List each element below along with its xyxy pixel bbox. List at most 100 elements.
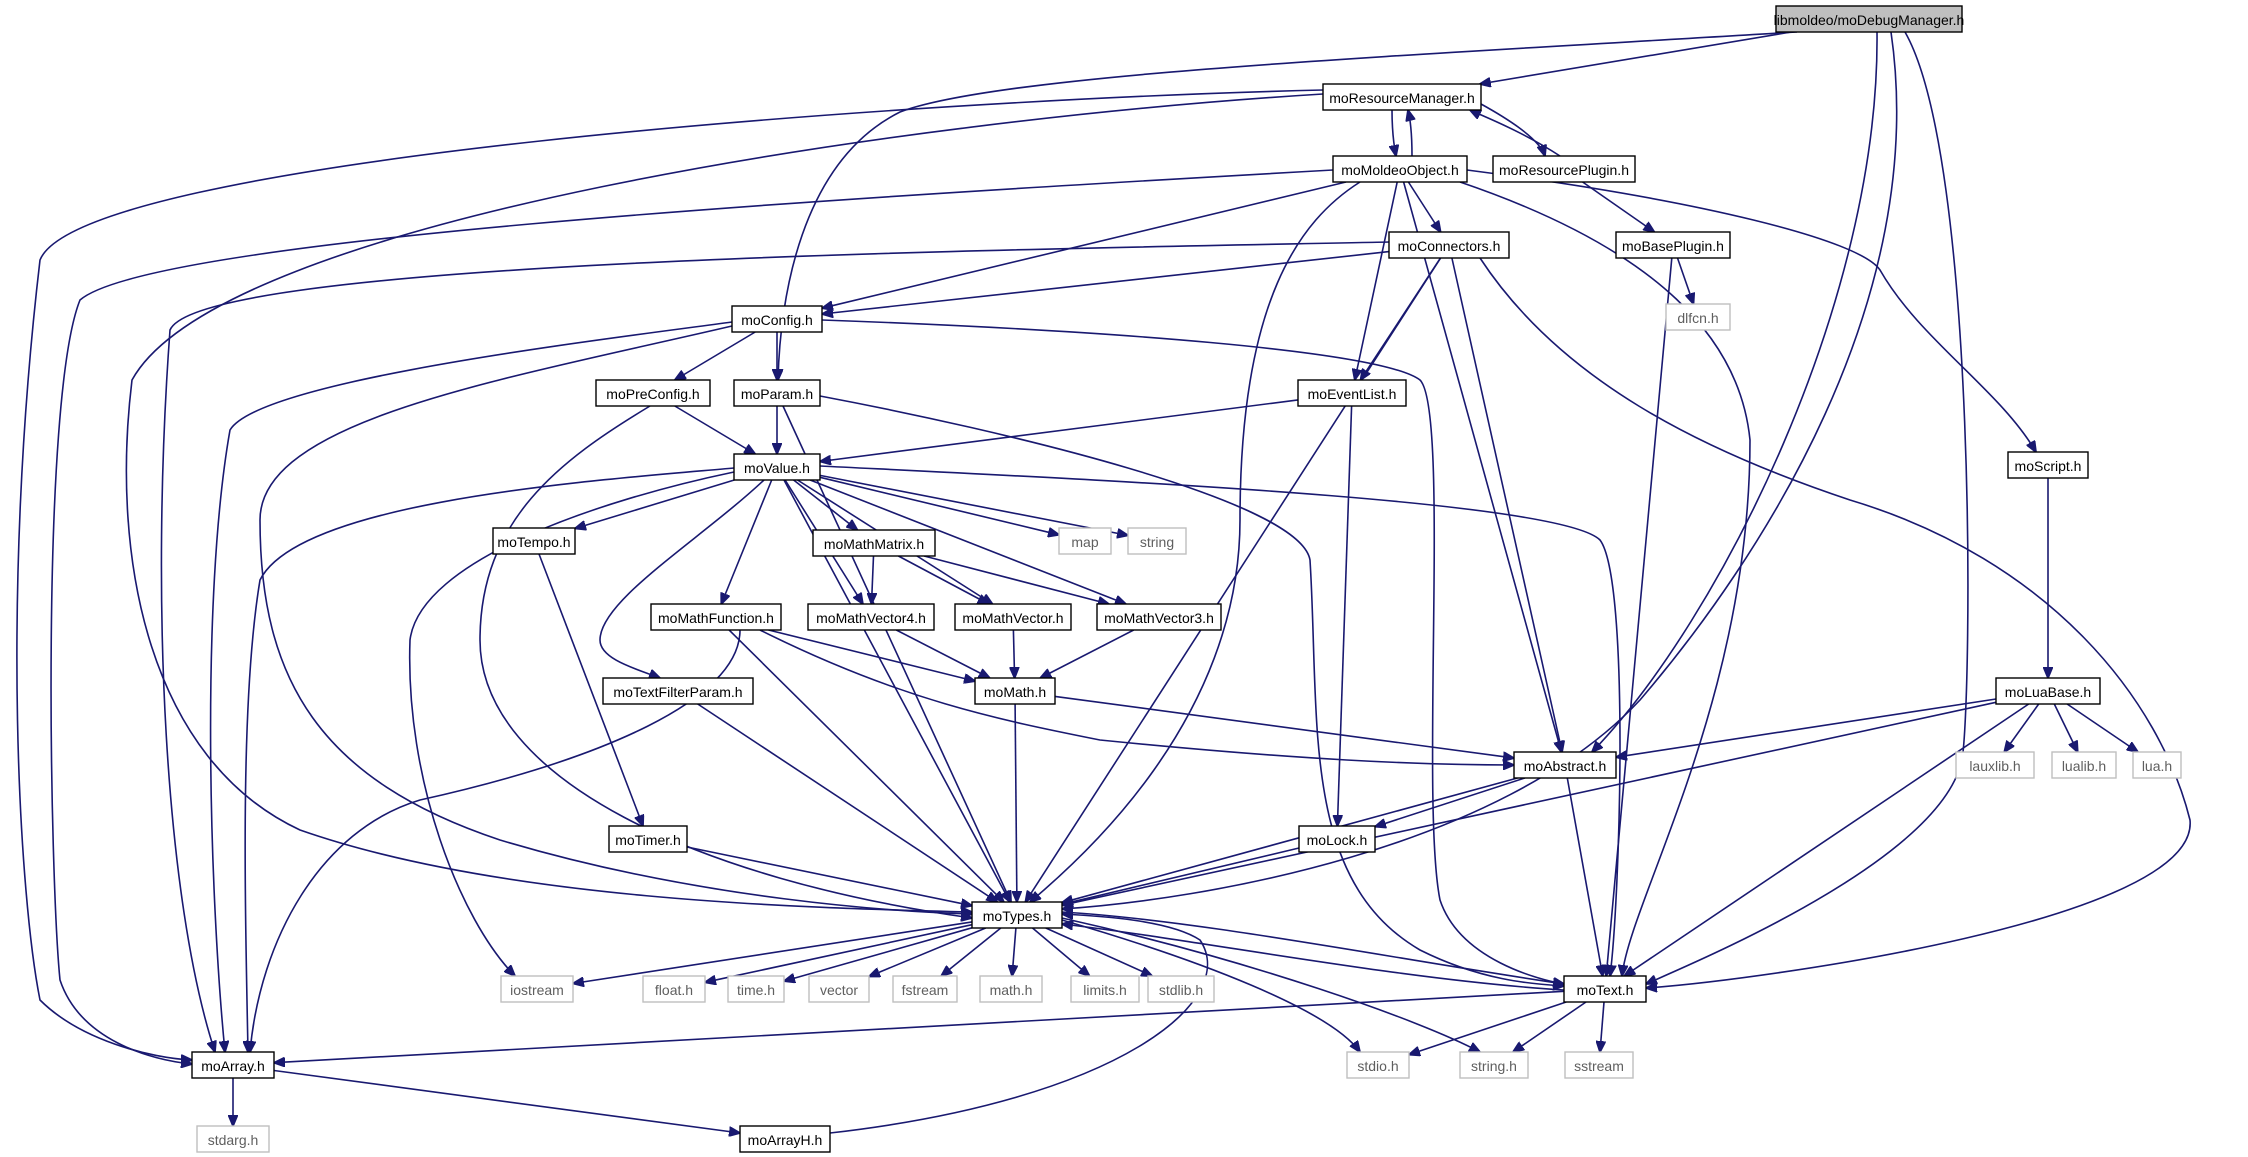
node-box (1615, 231, 1731, 259)
node-box (1492, 155, 1636, 183)
node-box (196, 1125, 270, 1153)
node-label: moMoldeoObject.h (1341, 162, 1459, 178)
node-label: moArrayH.h (748, 1132, 823, 1148)
node-label: time.h (737, 982, 775, 998)
node-types[interactable]: moTypes.h (971, 901, 1063, 929)
edge-types-to-mathh (1012, 927, 1016, 976)
node-connectors[interactable]: moConnectors.h (1388, 231, 1510, 259)
edge-moldeoobj-to-connectors (1407, 181, 1440, 232)
node-box (1513, 751, 1617, 779)
node-label: moMathVector4.h (816, 610, 926, 626)
edge-text-to-array (274, 990, 1565, 1062)
edge-types-to-vector (869, 927, 987, 977)
node-preconfig[interactable]: moPreConfig.h (595, 379, 711, 407)
edge-text-to-sstream (1600, 1001, 1604, 1052)
node-param[interactable]: moParam.h (733, 379, 821, 407)
edge-value-to-array (245, 467, 735, 1052)
node-mathmatrix[interactable]: moMathMatrix.h (812, 529, 936, 557)
edge-root-to-resmgr (1480, 31, 1792, 84)
node-box (1775, 5, 1963, 33)
edge-luabase-to-abstract (1616, 698, 1997, 757)
edge-resmgr-to-array (16, 89, 1324, 1060)
node-label: moPreConfig.h (606, 386, 699, 402)
edge-text-to-stdio (1409, 1001, 1567, 1055)
edge-moldeoobj-to-abstract (1402, 181, 1562, 752)
edge-textfilter-to-types (697, 703, 998, 902)
edge-mathmatrix-to-mathvector (898, 555, 988, 604)
node-map: map (1058, 527, 1112, 555)
edge-eventlist-to-value (820, 399, 1299, 462)
edge-root-to-abstract (1592, 31, 1878, 752)
edge-types-to-limits (1031, 927, 1090, 976)
node-text[interactable]: moText.h (1563, 975, 1647, 1003)
node-math[interactable]: moMath.h (974, 677, 1056, 705)
node-label: math.h (990, 982, 1033, 998)
node-box (812, 529, 936, 557)
node-box (733, 453, 821, 481)
node-luabase[interactable]: moLuaBase.h (1995, 677, 2101, 705)
node-root[interactable]: libmoldeo/moDebugManager.h (1774, 5, 1965, 33)
node-tempo[interactable]: moTempo.h (492, 527, 576, 555)
edge-value-to-mathmatrix (793, 479, 858, 530)
node-lock[interactable]: moLock.h (1298, 825, 1376, 853)
node-box (807, 603, 935, 631)
edge-lock-to-types (1062, 847, 1300, 904)
node-textfilter[interactable]: moTextFilterParam.h (602, 677, 754, 705)
edge-mathmatrix-to-mathvector3 (923, 555, 1109, 604)
node-arrayh[interactable]: moArrayH.h (739, 1125, 831, 1153)
node-moldeoobj[interactable]: moMoldeoObject.h (1332, 155, 1468, 183)
node-label: string (1140, 534, 1174, 550)
edge-mathfunction-to-math (768, 629, 976, 681)
node-array[interactable]: moArray.h (191, 1051, 275, 1079)
node-fstream: fstream (892, 975, 958, 1003)
node-string: string (1127, 527, 1187, 555)
node-abstract[interactable]: moAbstract.h (1513, 751, 1617, 779)
node-script[interactable]: moScript.h (2007, 451, 2089, 479)
node-value[interactable]: moValue.h (733, 453, 821, 481)
node-config[interactable]: moConfig.h (731, 305, 823, 333)
node-baseplugin[interactable]: moBasePlugin.h (1615, 231, 1731, 259)
edge-preconfig-to-value (674, 405, 755, 454)
edge-array-to-arrayh (273, 1069, 740, 1134)
node-lua: lua.h (2132, 751, 2182, 779)
node-box (2051, 751, 2117, 779)
edge-timer-to-types (686, 846, 972, 906)
node-box (1147, 975, 1215, 1003)
node-mathvector3[interactable]: moMathVector3.h (1096, 603, 1222, 631)
node-box (1459, 1051, 1529, 1079)
node-label: moLock.h (1307, 832, 1368, 848)
node-box (608, 825, 688, 853)
node-box (492, 527, 576, 555)
edge-moldeoobj-to-config (822, 181, 1347, 308)
node-eventlist[interactable]: moEventList.h (1297, 379, 1407, 407)
node-label: vector (820, 982, 858, 998)
node-label: lauxlib.h (1969, 758, 2020, 774)
edge-value-to-textfilter (599, 479, 765, 678)
edge-moldeoobj-to-resmgr (1408, 110, 1412, 157)
node-vector: vector (808, 975, 870, 1003)
node-box (974, 677, 1056, 705)
node-resplugin[interactable]: moResourcePlugin.h (1492, 155, 1636, 183)
node-timer[interactable]: moTimer.h (608, 825, 688, 853)
node-label: moConnectors.h (1398, 238, 1501, 254)
node-label: moMathFunction.h (658, 610, 774, 626)
node-float: float.h (642, 975, 706, 1003)
node-mathvector[interactable]: moMathVector.h (954, 603, 1072, 631)
node-resmgr[interactable]: moResourceManager.h (1322, 83, 1482, 111)
node-label: dlfcn.h (1677, 310, 1718, 326)
node-label: moMathMatrix.h (824, 536, 924, 552)
node-mathfunction[interactable]: moMathFunction.h (650, 603, 782, 631)
node-box (892, 975, 958, 1003)
node-box (1127, 527, 1187, 555)
edge-resmgr-to-types (125, 93, 1324, 912)
node-mathh: math.h (979, 975, 1043, 1003)
node-box (1096, 603, 1222, 631)
node-label: moTempo.h (497, 534, 570, 550)
edge-resplugin-to-resmgr (1470, 110, 1561, 157)
edge-value-to-tempo (575, 479, 735, 529)
edge-moldeoobj-to-types (1030, 181, 1361, 902)
node-box (727, 975, 785, 1003)
node-mathvector4[interactable]: moMathVector4.h (807, 603, 935, 631)
node-label: moConfig.h (741, 312, 813, 328)
